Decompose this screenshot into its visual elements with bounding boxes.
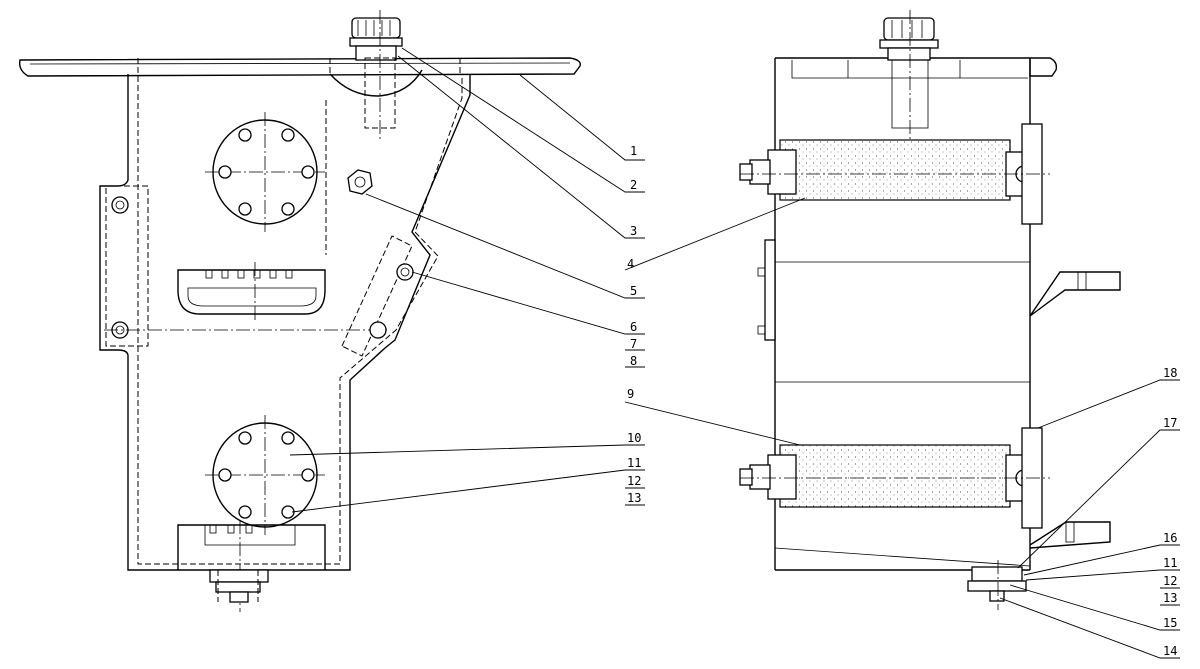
upper-flange xyxy=(205,112,325,232)
callout-5: 5 xyxy=(630,284,637,298)
callout-6: 6 xyxy=(630,320,637,334)
callout-11: 11 xyxy=(627,456,641,470)
drain-assembly xyxy=(967,560,1027,610)
callout-14: 14 xyxy=(1163,644,1177,658)
upper-filter xyxy=(739,123,1050,225)
side-view xyxy=(739,10,1121,610)
lower-filter xyxy=(739,427,1050,529)
filler-cap xyxy=(349,10,403,140)
callout-17: 17 xyxy=(1163,416,1177,430)
callout-11-right: 11 xyxy=(1163,556,1177,570)
callout-9: 9 xyxy=(627,387,634,401)
callout-3: 3 xyxy=(630,224,637,238)
callout-2: 2 xyxy=(630,178,637,192)
callout-8: 8 xyxy=(630,354,637,368)
front-view xyxy=(18,10,581,612)
callout-10: 10 xyxy=(627,431,641,445)
callout-7: 7 xyxy=(630,337,637,351)
callout-12: 12 xyxy=(627,474,641,488)
callout-13: 13 xyxy=(627,491,641,505)
lower-flange xyxy=(205,415,325,535)
callout-13-right: 13 xyxy=(1163,591,1177,605)
callout-15: 15 xyxy=(1163,616,1177,630)
callout-16: 16 xyxy=(1163,531,1177,545)
callout-labels: 1 2 3 4 5 6 7 8 9 10 11 12 13 18 17 16 1… xyxy=(627,144,1177,658)
callout-18: 18 xyxy=(1163,366,1177,380)
callout-4: 4 xyxy=(627,257,634,271)
callout-1: 1 xyxy=(630,144,637,158)
callout-12-right: 12 xyxy=(1163,574,1177,588)
leader-lines xyxy=(289,47,1180,659)
